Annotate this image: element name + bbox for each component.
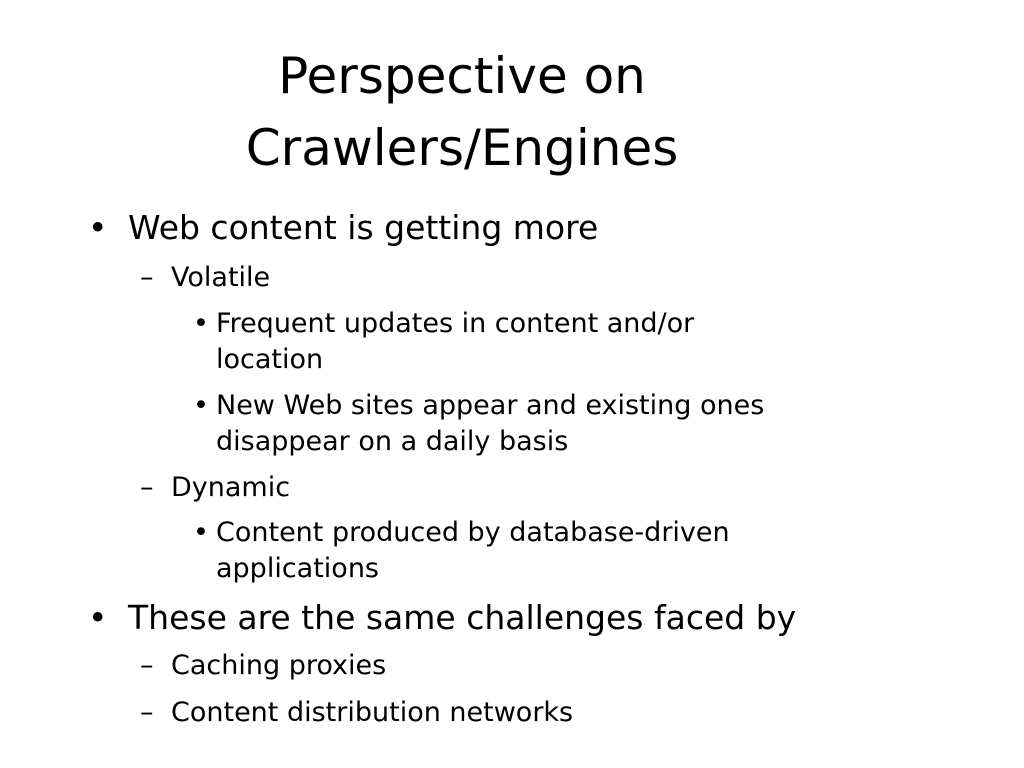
subsubbullet-text-line-2: disappear on a daily basis [216,426,569,457]
subbullet-text: Dynamic [171,472,291,503]
subsubbullet-text-line-1: Frequent updates in content and/or [216,308,695,339]
subbullet-marker: – [140,650,154,681]
subbullet-marker: – [140,472,154,503]
subsubbullet-text-line-2: applications [216,553,380,584]
subbullet-marker: – [140,697,154,728]
slide-title: Perspective on Crawlers/Engines [0,40,924,184]
bullet-marker: • [88,208,108,247]
slide-title-line-1: Perspective on [278,47,646,105]
bullet-text: Web content is getting more [128,208,599,247]
subsubbullet-text-line-1: New Web sites appear and existing ones [216,390,765,421]
bullet-marker: • [88,598,108,637]
subbullet-marker: – [140,262,154,293]
subbullet-text: Caching proxies [171,650,387,681]
subsubbullet-marker: • [193,390,209,421]
subsubbullet-text-line-2: location [216,344,324,375]
bullet-text: These are the same challenges faced by [128,598,797,637]
subsubbullet-marker: • [193,308,209,339]
subbullet-text: Content distribution networks [171,697,574,728]
subsubbullet-marker: • [193,517,209,548]
subbullet-text: Volatile [171,262,271,293]
slide-title-line-2: Crawlers/Engines [245,119,679,177]
subsubbullet-text-line-1: Content produced by database-driven [216,517,730,548]
